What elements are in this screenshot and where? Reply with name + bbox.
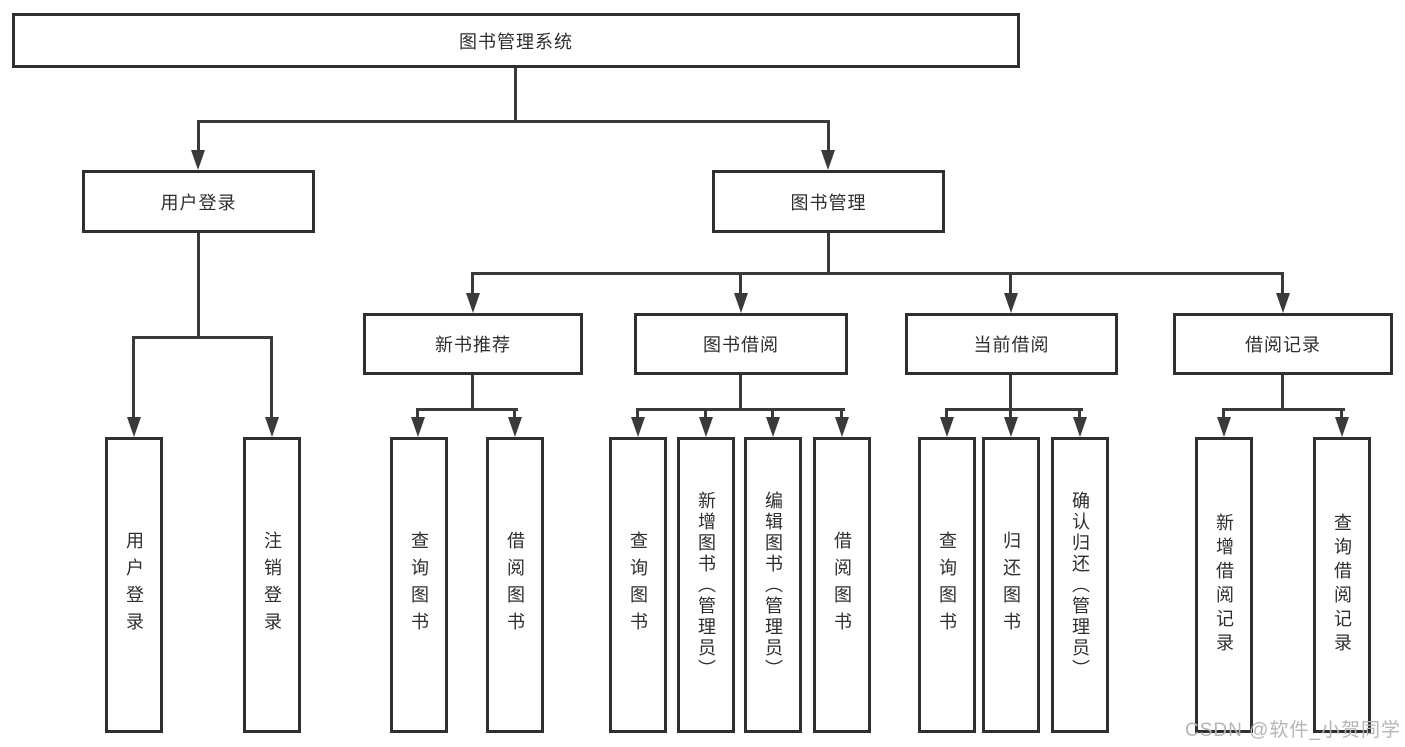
arrowhead-leaf-add-books [699, 417, 713, 437]
edge-group4-bar [945, 408, 1083, 411]
leaf-return-books: 归还图书 [982, 437, 1040, 733]
edge-stem-leaf-confirm-return [1078, 408, 1081, 419]
edge-stem-leaf-query-3 [945, 408, 948, 419]
edge-level1-bar [197, 120, 830, 123]
arrowhead-leaf-user-login [127, 417, 141, 437]
edge-stem-leaf-query-record [1340, 408, 1343, 419]
edge-stem-leaf-add-books [704, 408, 707, 419]
edge-stem-leaf-logout [270, 336, 273, 417]
arrowhead-leaf-logout [265, 417, 279, 437]
edge-book-borrowing-stem [739, 375, 742, 408]
leaf-confirm-return-admin: 确认归还（管理员） [1051, 437, 1109, 733]
leaf-edit-books-admin-label: 编辑图书（管理员） [763, 490, 783, 680]
edge-stem-leaf-query-2 [636, 408, 639, 419]
node-current-borrowing: 当前借阅 [905, 313, 1118, 375]
edge-borrowing-records-stem [1281, 375, 1284, 408]
leaf-borrow-books-1-label: 借阅图书 [505, 531, 525, 639]
arrowhead-book-borrowing [734, 293, 748, 313]
arrowhead-current-borrowing [1004, 293, 1018, 313]
leaf-query-books-1-label: 查询图书 [409, 531, 429, 639]
leaf-add-books-admin-label: 新增图书（管理员） [696, 490, 716, 680]
arrowhead-user-login [191, 150, 205, 170]
leaf-borrow-books-2-label: 借阅图书 [832, 531, 852, 639]
edge-group1-bar [132, 336, 273, 339]
edge-stem-leaf-query-1 [416, 408, 419, 419]
leaf-borrow-books-1: 借阅图书 [486, 437, 544, 733]
arrowhead-leaf-borrow-2 [835, 417, 849, 437]
watermark-text: CSDN @软件_小贺同学 [1185, 720, 1401, 741]
arrowhead-leaf-add-record [1217, 417, 1231, 437]
leaf-add-borrow-record: 新增借阅记录 [1195, 437, 1253, 733]
edge-stem-leaf-edit-books [771, 408, 774, 419]
node-user-login: 用户登录 [82, 170, 315, 233]
edge-stem-user-login [197, 120, 200, 151]
leaf-query-books-2: 查询图书 [609, 437, 667, 733]
edge-stem-current-borrowing [1009, 272, 1012, 293]
leaf-logout: 注销登录 [243, 437, 301, 733]
leaf-query-borrow-record-label: 查询借阅记录 [1332, 513, 1352, 657]
leaf-edit-books-admin: 编辑图书（管理员） [744, 437, 802, 733]
arrowhead-leaf-query-2 [631, 417, 645, 437]
edge-book-management-stem [827, 233, 830, 272]
arrowhead-leaf-edit-books [766, 417, 780, 437]
arrowhead-book-management [821, 150, 835, 170]
edge-stem-new-book-recommend [471, 272, 474, 293]
edge-stem-leaf-return-books [1009, 408, 1012, 419]
arrowhead-borrowing-records [1276, 293, 1290, 313]
leaf-add-borrow-record-label: 新增借阅记录 [1214, 513, 1234, 657]
edge-new-book-recommend-stem [471, 375, 474, 408]
edge-group2-bar [416, 408, 518, 411]
edge-group3-bar [636, 408, 845, 411]
edge-stem-leaf-user-login [132, 336, 135, 417]
node-borrowing-records: 借阅记录 [1173, 313, 1393, 375]
edge-group5-bar [1222, 408, 1345, 411]
edge-stem-leaf-borrow-2 [840, 408, 843, 419]
leaf-return-books-label: 归还图书 [1001, 531, 1021, 639]
edge-stem-borrowing-records [1281, 272, 1284, 293]
leaf-query-books-3: 查询图书 [918, 437, 976, 733]
leaf-borrow-books-2: 借阅图书 [813, 437, 871, 733]
arrowhead-leaf-query-record [1335, 417, 1349, 437]
leaf-add-books-admin: 新增图书（管理员） [677, 437, 735, 733]
edge-root-stem [514, 68, 517, 120]
leaf-user-login: 用户登录 [105, 437, 163, 733]
leaf-query-books-3-label: 查询图书 [937, 531, 957, 639]
edge-stem-leaf-add-record [1222, 408, 1225, 419]
arrowhead-leaf-query-3 [940, 417, 954, 437]
leaf-confirm-return-admin-label: 确认归还（管理员） [1070, 490, 1090, 680]
leaf-query-borrow-record: 查询借阅记录 [1313, 437, 1371, 733]
edge-stem-leaf-borrow-1 [513, 408, 516, 419]
node-library-management-system: 图书管理系统 [12, 13, 1020, 68]
edge-level2-bar [471, 272, 1284, 275]
node-book-management: 图书管理 [712, 170, 945, 233]
arrowhead-leaf-query-1 [411, 417, 425, 437]
arrowhead-leaf-borrow-1 [508, 417, 522, 437]
node-new-book-recommend: 新书推荐 [363, 313, 583, 375]
leaf-query-books-1: 查询图书 [390, 437, 448, 733]
leaf-logout-label: 注销登录 [262, 531, 282, 639]
leaf-query-books-2-label: 查询图书 [628, 531, 648, 639]
edge-user-login-stem [197, 233, 200, 336]
edge-current-borrowing-stem [1009, 375, 1012, 408]
arrowhead-leaf-confirm-return [1073, 417, 1087, 437]
arrowhead-new-book-recommend [466, 293, 480, 313]
edge-stem-book-management [827, 120, 830, 151]
arrowhead-leaf-return-books [1004, 417, 1018, 437]
node-book-borrowing: 图书借阅 [634, 313, 848, 375]
leaf-user-login-label: 用户登录 [124, 531, 144, 639]
edge-stem-book-borrowing [739, 272, 742, 293]
